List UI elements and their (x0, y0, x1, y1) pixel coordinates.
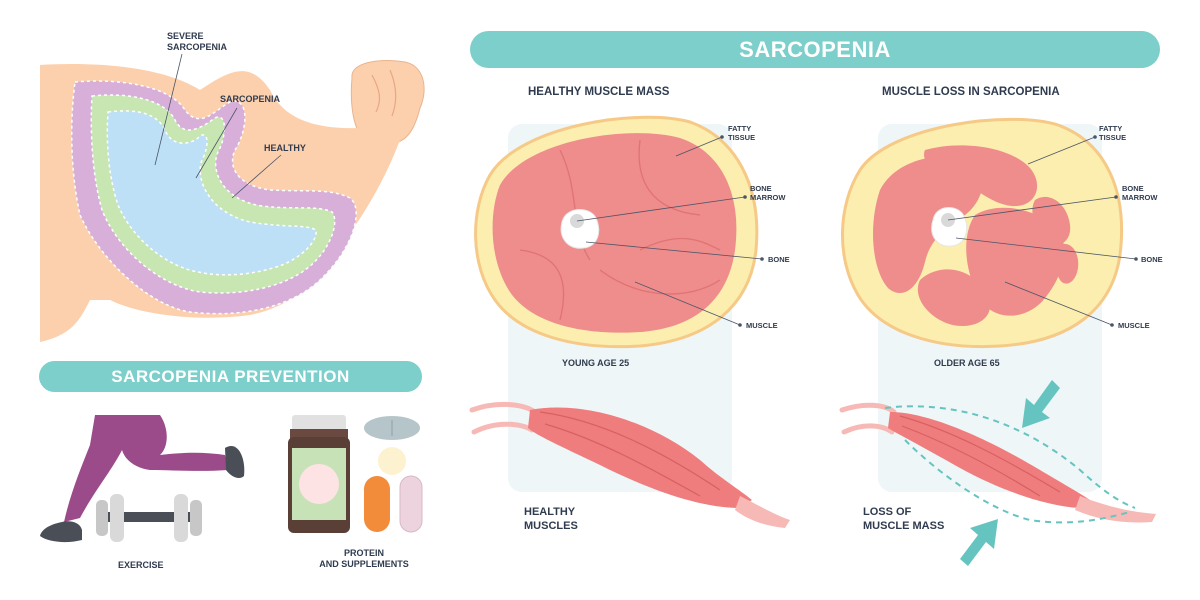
healthy-muscle-long (469, 401, 790, 528)
jar-lid (292, 415, 346, 431)
healthy-fatty-label: FATTY TISSUE (728, 124, 756, 142)
supplements-illustration (288, 415, 423, 533)
loss-muscle-a (873, 156, 983, 293)
healthy-muscle-label: MUSCLE (746, 321, 778, 330)
loss-muscle-label: MUSCLE (1118, 321, 1150, 330)
loss-fatty-label: FATTY TISSUE (1099, 124, 1127, 142)
loss-muscle-c (966, 207, 1065, 316)
arm-sarcopenia-label: SARCOPENIA (220, 94, 281, 104)
shoe-front (40, 521, 82, 543)
healthy-cross-section (474, 115, 764, 349)
healthy-muscle (492, 133, 737, 333)
severe-sarcopenia-label: SEVERE SARCOPENIA (167, 31, 228, 52)
young-age-label: YOUNG AGE 25 (562, 358, 630, 368)
loss-muscle-long (839, 380, 1156, 566)
compress-arrow-bottom (960, 519, 998, 566)
running-legs (64, 415, 228, 522)
round-pill (378, 447, 406, 475)
loss-muscle-d (917, 269, 991, 326)
healthy-marrow-label: BONE MARROW (750, 184, 786, 202)
orange-capsule (364, 476, 390, 532)
loss-cross-section (841, 117, 1138, 349)
prevention-banner: SARCOPENIA PREVENTION (39, 361, 422, 392)
pink-capsule (399, 475, 423, 533)
loss-muscle-e (1032, 196, 1071, 245)
loss-marrow-label: BONE MARROW (1122, 184, 1158, 202)
loss-muscle-b (924, 145, 1038, 207)
former-mass-outline (884, 405, 1136, 509)
shoe-back (225, 446, 245, 478)
healthy-muscles-label: HEALTHY MUSCLES (524, 506, 578, 532)
loss-bone-label: BONE (1141, 255, 1163, 264)
arm-illustration (40, 53, 425, 343)
exercise-illustration (40, 415, 245, 543)
compress-arrow-top (1022, 380, 1060, 428)
loss-heading: MUSCLE LOSS IN SARCOPENIA (882, 86, 1060, 98)
exercise-label: EXERCISE (118, 560, 164, 570)
healthy-heading: HEALTHY MUSCLE MASS (528, 86, 670, 98)
loss-of-muscle-mass-label: LOSS OF MUSCLE MASS (863, 506, 945, 532)
main-title-banner: SARCOPENIA (470, 31, 1160, 68)
loss-muscle-f (1054, 243, 1079, 284)
arm-layer-healthy (106, 110, 317, 276)
protein-supplements-label: PROTEIN AND SUPPLEMENTS (319, 548, 409, 569)
older-age-label: OLDER AGE 65 (934, 358, 1000, 368)
healthy-bone-label: BONE (768, 255, 790, 264)
arm-healthy-label: HEALTHY (264, 143, 306, 153)
